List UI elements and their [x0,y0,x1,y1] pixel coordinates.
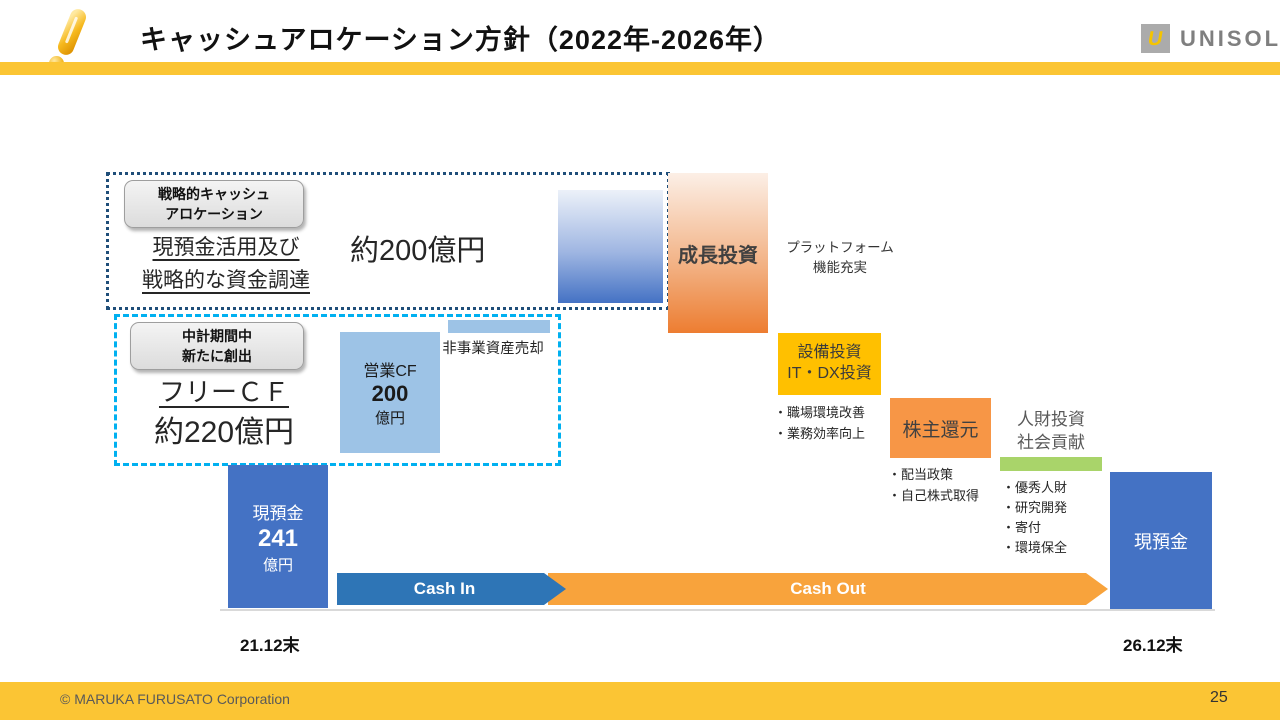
growth-investment-bar: 成長投資 [668,173,768,333]
capex-box: 設備投資 IT・DX投資 [778,333,881,395]
cash-out-label: Cash Out [790,579,866,598]
strategic-badge-line1: 戦略的キャッシュ [158,185,270,202]
copyright-text: © MARUKA FURUSATO Corporation [60,691,290,707]
page-number: 25 [1210,689,1228,706]
strategic-label-line1: 現預金活用及び [152,236,300,259]
unisol-logo-mark: U [1146,27,1165,50]
free-cf-amount: 約220億円 [153,416,295,449]
strategic-badge: 戦略的キャッシュ アロケーション [124,180,304,228]
capex-title-line2: IT・DX投資 [787,365,872,382]
capex-bullets: ・職場環境改善 ・業務効率向上 [774,403,865,445]
capex-bullet: ・職場環境改善 [774,405,866,420]
strategic-funding-bar [558,190,663,303]
cash-end-bar: 現預金 [1110,472,1212,610]
operating-cf-value: 200 [371,380,409,406]
shareholder-return-box: 株主還元 [890,398,991,458]
date-end: 26.12末 [1123,636,1183,655]
free-cf-badge: 中計期間中 新たに創出 [130,322,304,370]
human-investment-bar [1000,457,1102,471]
shareholder-bullet: ・自己株式取得 [888,487,980,503]
baseline [220,609,1215,611]
shareholder-bullet: ・配当政策 [888,467,954,482]
cash-start-value: 241 [257,524,299,552]
cash-start-unit: 億円 [262,556,293,574]
platform-note: プラットフォーム 機能充実 [775,238,905,277]
platform-note-line1: プラットフォーム [786,240,894,255]
free-cf-label: フリーＣＦ [158,377,289,407]
non-business-asset-bar [448,320,550,333]
cash-out-arrow: Cash Out [548,573,1108,605]
human-investment-line1: 人財投資 [1017,410,1085,429]
human-bullet: ・優秀人財 [1002,480,1068,495]
free-cf-badge-line2: 新たに創出 [182,348,252,364]
capex-bullet: ・業務効率向上 [774,425,866,441]
platform-note-line2: 機能充実 [813,259,867,275]
human-investment-bullets: ・優秀人財 ・研究開発 ・寄付 ・環境保全 [1002,478,1067,559]
cash-start-label: 現預金 [252,503,304,523]
strategic-amount: 約200億円 [350,235,486,267]
shareholder-return-label: 株主還元 [902,419,979,441]
cash-in-label: Cash In [413,579,476,598]
human-bullet: ・環境保全 [1002,540,1068,556]
operating-cf-bar: 営業CF 200 億円 [340,332,440,453]
free-cf-badge-line1: 中計期間中 [182,327,252,344]
operating-cf-label: 営業CF [363,362,417,380]
human-bullet: ・寄付 [1002,520,1042,536]
capex-title-line1: 設備投資 [797,344,862,362]
unisol-logo-icon: U [1141,24,1170,53]
operating-cf-unit: 億円 [374,410,405,428]
strategic-badge-line2: アロケーション [165,206,263,222]
non-business-asset-label: 非事業資産売却 [442,341,544,357]
cash-start-bar: 現預金 241 億円 [228,465,328,608]
unisol-logo-text: UNISOL [1180,26,1280,51]
growth-investment-label: 成長投資 [678,244,758,267]
free-cf-callout-box [114,314,561,466]
strategic-label: 現預金活用及び 戦略的な資金調達 [112,232,340,297]
strategic-label-line2: 戦略的な資金調達 [142,268,310,292]
cash-end-label: 現預金 [1134,532,1188,552]
cash-in-arrow: Cash In [337,573,566,605]
date-start: 21.12末 [240,636,300,655]
human-investment-title: 人財投資 社会貢献 [998,409,1104,455]
human-bullet: ・研究開発 [1002,500,1068,516]
human-investment-line2: 社会貢献 [1017,432,1085,452]
header-accent-bar [0,62,1280,75]
page-title: キャッシュアロケーション方針（2022年-2026年） [140,25,782,55]
shareholder-return-bullets: ・配当政策 ・自己株式取得 [888,465,979,507]
footer-bar [0,682,1280,720]
